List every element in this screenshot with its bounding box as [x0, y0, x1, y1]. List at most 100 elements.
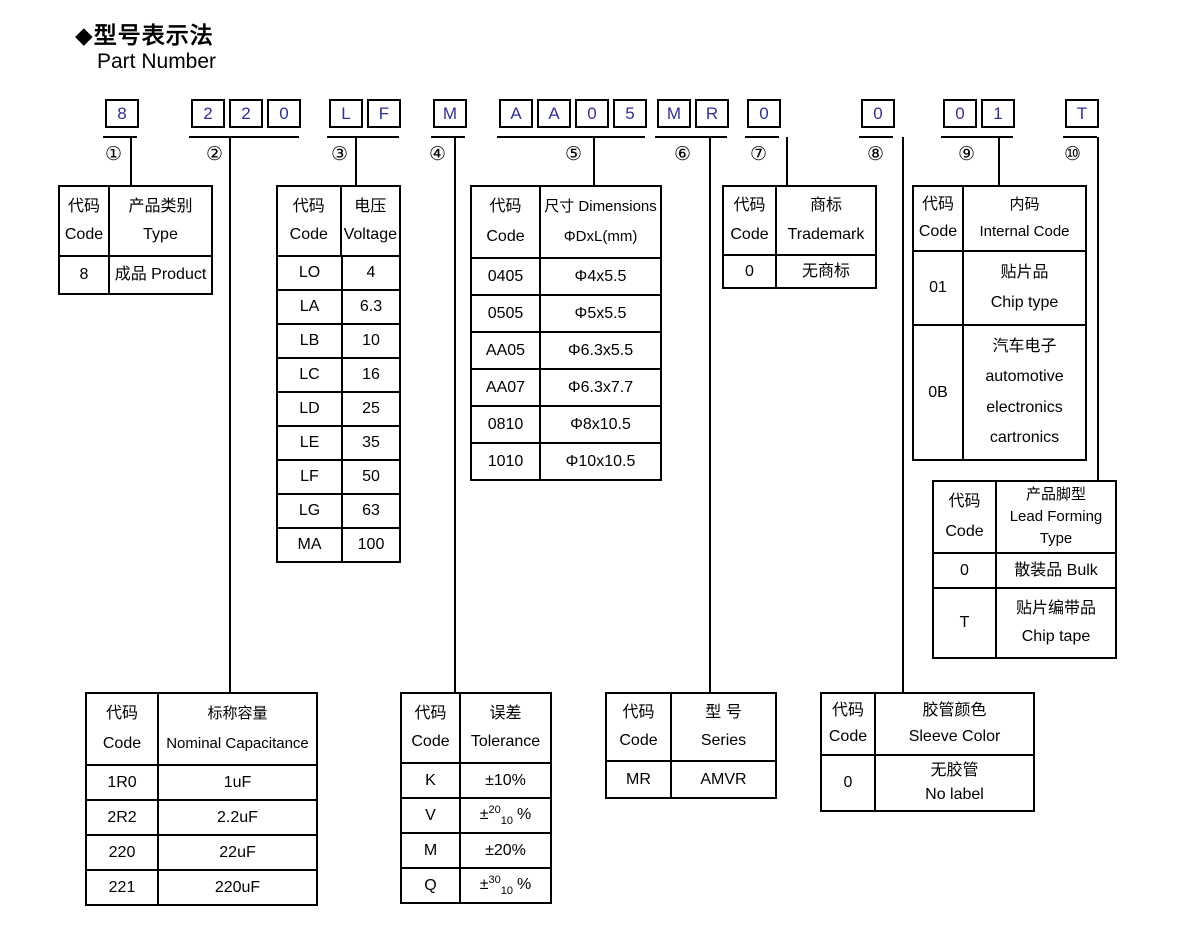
group-underline — [655, 136, 727, 138]
part-number-box: A — [499, 99, 533, 128]
table-row: 0505 Φ5x5.5 — [472, 294, 660, 331]
connector-line-6 — [709, 137, 711, 692]
value-cell: 16 — [341, 359, 399, 391]
table-row: 220 22uF — [87, 834, 316, 869]
code-cell: 0 — [843, 774, 853, 791]
part-number-box: 0 — [861, 99, 895, 128]
series-table: 代码 Code 型 号 Series MR AMVR — [605, 692, 777, 799]
header-cell-value: 型 号 Series — [670, 694, 775, 760]
code-cell: 220 — [108, 843, 136, 861]
code-cell: 01 — [929, 279, 947, 296]
code-cell: 0 — [960, 561, 969, 579]
part-number-box: 1 — [981, 99, 1015, 128]
table-row: MA 100 — [278, 527, 399, 561]
part-number-box: M — [433, 99, 467, 128]
value-cell: 22uF — [157, 836, 316, 869]
tolerance-table: 代码 Code 误差 Tolerance K ±10% V ±2010% M ±… — [400, 692, 552, 904]
sleeve-color-table: 代码 Code 胶管颜色 Sleeve Color 0 无胶管 No label — [820, 692, 1035, 812]
header-cell-value: 产品类别 Type — [108, 187, 211, 255]
value-cell: 100 — [341, 529, 399, 561]
circled-marker-10: ⑩ — [1064, 144, 1082, 165]
code-cell: M — [423, 841, 438, 859]
part-number-box: R — [695, 99, 729, 128]
table-row: T 贴片编带品 Chip tape — [934, 587, 1115, 657]
header-cell-value: 误差 Tolerance — [459, 694, 550, 762]
value-cell: 成品 Product — [108, 257, 211, 293]
code-cell: 0B — [928, 383, 948, 401]
value-cell: 1uF — [157, 766, 316, 799]
part-number-box: F — [367, 99, 401, 128]
value-cell: ±3010% — [459, 869, 550, 902]
group-underline — [103, 136, 137, 138]
table-row: 0 散装品 Bulk — [934, 552, 1115, 587]
trademark-table: 代码 Code 商标 Trademark 0 无商标 — [722, 185, 877, 289]
value-cell: 散装品 Bulk — [995, 554, 1115, 587]
table-row: LG 63 — [278, 493, 399, 527]
table-row: LB 10 — [278, 323, 399, 357]
value-cell: 25 — [341, 393, 399, 425]
group-underline — [859, 136, 893, 138]
table-row: LA 6.3 — [278, 289, 399, 323]
connector-line-10 — [1097, 137, 1099, 480]
code-cell: 8 — [79, 266, 89, 283]
table-row: 221 220uF — [87, 869, 316, 904]
header-cell-value: 电压 Voltage — [339, 187, 399, 255]
circled-marker-1: ① — [105, 144, 123, 165]
table-row: 2R2 2.2uF — [87, 799, 316, 834]
code-cell: K — [425, 771, 436, 789]
connector-line-2 — [229, 137, 231, 692]
value-cell: 汽车电子 automotive electronics cartronics — [962, 326, 1085, 459]
part-number-box: M — [657, 99, 691, 128]
code-cell: T — [959, 614, 970, 631]
header-cell-value: 内码 Internal Code — [962, 187, 1085, 250]
code-cell: LF — [300, 468, 319, 485]
circled-marker-9: ⑨ — [958, 144, 976, 165]
value-cell: Φ8x10.5 — [539, 407, 660, 442]
value-cell: 无商标 — [775, 256, 875, 287]
part-number-box: 0 — [747, 99, 781, 128]
value-cell: 4 — [341, 257, 399, 289]
capacitance-table: 代码 Code 标称容量 Nominal Capacitance 1R0 1uF… — [85, 692, 318, 906]
value-cell: 10 — [341, 325, 399, 357]
connector-line-5 — [593, 137, 595, 185]
circled-marker-6: ⑥ — [674, 144, 692, 165]
value-cell: 35 — [341, 427, 399, 459]
circled-marker-4: ④ — [429, 144, 447, 165]
group-underline — [431, 136, 465, 138]
table-row: V ±2010% — [402, 797, 550, 832]
table-row: AA07 Φ6.3x7.7 — [472, 368, 660, 405]
table-row: 0B 汽车电子 automotive electronics cartronic… — [914, 324, 1085, 459]
group-underline — [745, 136, 779, 138]
part-number-box: T — [1065, 99, 1099, 128]
part-number-box: 2 — [229, 99, 263, 128]
table-row: 0810 Φ8x10.5 — [472, 405, 660, 442]
connector-line-9 — [998, 137, 1000, 185]
value-cell: ±10% — [459, 764, 550, 797]
header-cell-code: 代码 Code — [102, 705, 142, 752]
code-cell: LA — [299, 298, 320, 315]
type-table: 代码 Code 产品类别 Type 8 成品 Product — [58, 185, 213, 295]
value-cell: Φ4x5.5 — [539, 259, 660, 294]
code-cell: 1010 — [487, 452, 524, 470]
value-cell: Φ6.3x5.5 — [539, 333, 660, 368]
page-title: ◆型号表示法 — [75, 22, 214, 48]
circled-marker-2: ② — [206, 144, 224, 165]
value-cell: Φ10x10.5 — [539, 444, 660, 479]
table-row: 1010 Φ10x10.5 — [472, 442, 660, 479]
connector-line-8 — [902, 137, 904, 692]
header-cell-code: 代码 Code — [486, 198, 525, 245]
code-cell: 1R0 — [107, 773, 137, 791]
header-cell-code: 代码 Code — [289, 197, 328, 244]
part-number-box: 0 — [575, 99, 609, 128]
value-cell: Φ5x5.5 — [539, 296, 660, 331]
table-row: LC 16 — [278, 357, 399, 391]
connector-line-7 — [786, 137, 788, 185]
value-cell: Φ6.3x7.7 — [539, 370, 660, 405]
header-cell-code: 代码 Code — [64, 197, 104, 244]
part-number-box: 8 — [105, 99, 139, 128]
header-cell-value: 标称容量 Nominal Capacitance — [157, 694, 316, 764]
code-cell: V — [425, 806, 436, 824]
header-cell-code: 代码 Code — [828, 702, 868, 745]
voltage-table: 代码 Code 电压 Voltage LO 4 LA 6.3 LB 10 LC … — [276, 185, 401, 563]
header-cell-code: 代码 Code — [411, 704, 450, 751]
